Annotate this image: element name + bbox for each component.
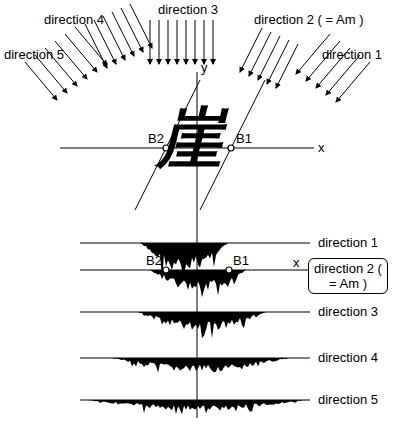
projection-profile xyxy=(88,400,306,414)
highlight-box: direction 2 ( = Am ) xyxy=(308,258,388,294)
direction-label: direction 2 ( = Am ) xyxy=(254,12,363,27)
axis-label: x xyxy=(318,140,325,155)
projection-profile xyxy=(150,270,246,297)
direction-ray xyxy=(336,62,370,102)
direction-ray xyxy=(168,20,169,64)
direction-ray xyxy=(186,20,187,64)
direction-ray xyxy=(85,24,107,68)
direction-ray xyxy=(159,20,160,64)
direction-label: direction 5 xyxy=(318,392,378,407)
box-text: direction 2 ( = Am ) xyxy=(313,261,383,291)
direction-ray xyxy=(150,20,151,64)
direction-ray xyxy=(267,40,289,84)
projection-profile xyxy=(112,358,288,373)
point-label: B1 xyxy=(233,253,249,268)
direction-ray xyxy=(121,8,143,52)
axis-label: x xyxy=(293,255,300,270)
direction-ray xyxy=(276,44,298,88)
point-label: B2 xyxy=(146,253,162,268)
direction-label: direction 4 xyxy=(44,12,104,27)
direction-ray xyxy=(258,36,280,80)
character-glyph: 崖 xyxy=(153,100,238,176)
point-label: B2 xyxy=(148,131,164,146)
direction-label: direction 5 xyxy=(4,47,64,62)
direction-ray xyxy=(65,34,97,72)
direction-label: direction 3 xyxy=(318,304,378,319)
direction-ray xyxy=(213,20,214,64)
direction-ray xyxy=(130,4,152,48)
axis-label: y xyxy=(201,60,208,75)
direction-label: direction 4 xyxy=(318,350,378,365)
direction-ray xyxy=(240,28,262,72)
direction-label: direction 1 xyxy=(318,235,378,250)
direction-ray xyxy=(249,32,271,76)
direction-ray xyxy=(204,20,205,64)
direction-label: direction 3 xyxy=(158,2,218,17)
direction-ray xyxy=(25,62,57,100)
direction-ray xyxy=(177,20,178,64)
point-label: B1 xyxy=(236,131,252,146)
direction-ray xyxy=(195,20,196,64)
direction-ray xyxy=(112,12,134,56)
direction-ray xyxy=(103,16,125,60)
direction-label: direction 1 xyxy=(322,47,382,62)
projection-profile xyxy=(138,312,266,338)
